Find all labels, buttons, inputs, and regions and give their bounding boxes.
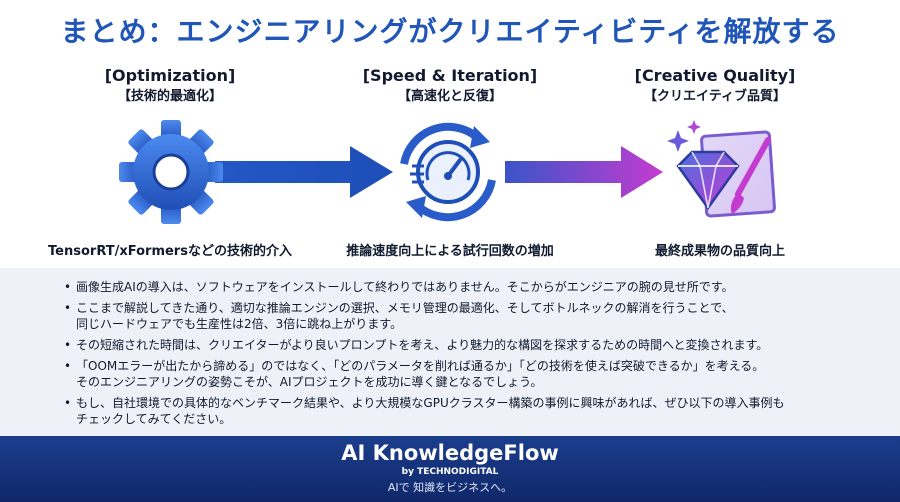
page-title: まとめ：エンジニアリングがクリエイティビティを解放する [60, 15, 840, 48]
stage-creative-heading: [Creative Quality] 【クリエイティブ品質】 [615, 66, 815, 106]
stage-speed-heading: [Speed & Iteration] 【高速化と反復】 [350, 66, 550, 106]
list-item: 「OOMエラーが出たから諦める」のではなく、「どのパラメータを削れば通るか」「ど… [64, 358, 854, 390]
brand-name: AI KnowledgeFlow [341, 441, 559, 465]
stage-heading-jp: 【高速化と反復】 [397, 89, 502, 104]
list-item: その短縮された時間は、クリエイターがより良いプロンプトを考え、より魅力的な構図を… [64, 337, 854, 353]
note-line: 画像生成AIの導入は、ソフトウェアをインストールして終わりではありません。そこか… [76, 280, 734, 294]
diamond-brush-icon [667, 120, 776, 218]
note-line: 同じハードウェアでも生産性は2倍、3倍に跳ね上がります。 [76, 317, 403, 331]
list-item: もし、自社環境での具体的なベンチマーク結果や、より大規模なGPUクラスター構築の… [64, 395, 854, 427]
gear-icon [119, 120, 223, 224]
list-item: ここまで解説してきた通り、適切な推論エンジンの選択、メモリ管理の最適化、そしてボ… [64, 300, 854, 332]
stage-heading-en: [Creative Quality] [634, 66, 796, 85]
list-item: 画像生成AIの導入は、ソフトウェアをインストールして終わりではありません。そこか… [64, 279, 854, 295]
process-diagram: [Optimization] 【技術的最適化】 [Speed & Iterati… [0, 58, 900, 268]
note-line: チェックしてみてください。 [76, 412, 232, 426]
brand-byline: by TECHNODIGITAL [401, 467, 499, 477]
brand-tagline: AIで 知識をビジネスへ。 [387, 481, 513, 494]
stage-creative-caption: 最終成果物の品質向上 [654, 244, 785, 259]
note-line: ここまで解説してきた通り、適切な推論エンジンの選択、メモリ管理の最適化、そしてボ… [76, 301, 734, 315]
footer-banner: AI KnowledgeFlow by TECHNODIGITAL AIで 知識… [0, 436, 900, 502]
stage-heading-en: [Speed & Iteration] [362, 66, 538, 85]
stage-speed-caption: 推論速度向上による試行回数の増加 [346, 244, 554, 259]
stage-heading-jp: 【クリエイティブ品質】 [644, 89, 786, 104]
note-line: 「OOMエラーが出たから諦める」のではなく、「どのパラメータを削れば通るか」「ど… [76, 359, 765, 373]
note-line: そのエンジニアリングの姿勢こそが、AIプロジェクトを成功に導く鍵となるでしょう。 [76, 375, 543, 389]
stage-heading-jp: 【技術的最適化】 [117, 89, 222, 104]
speed-cycle-icon [400, 122, 496, 222]
flow-arrow-2 [505, 146, 663, 198]
note-line: もし、自社環境での具体的なベンチマーク結果や、より大規模なGPUクラスター構築の… [76, 396, 785, 410]
stage-heading-en: [Optimization] [104, 66, 236, 85]
notes-list: 画像生成AIの導入は、ソフトウェアをインストールして終わりではありません。そこか… [64, 279, 900, 427]
summary-notes: 画像生成AIの導入は、ソフトウェアをインストールして終わりではありません。そこか… [0, 268, 900, 436]
stage-optimization-caption: TensorRT/xFormersなどの技術的介入 [48, 244, 292, 259]
flow-arrow-1 [215, 146, 393, 198]
stage-optimization-heading: [Optimization] 【技術的最適化】 [70, 66, 270, 106]
note-line: その短縮された時間は、クリエイターがより良いプロンプトを考え、より魅力的な構図を… [76, 338, 769, 352]
